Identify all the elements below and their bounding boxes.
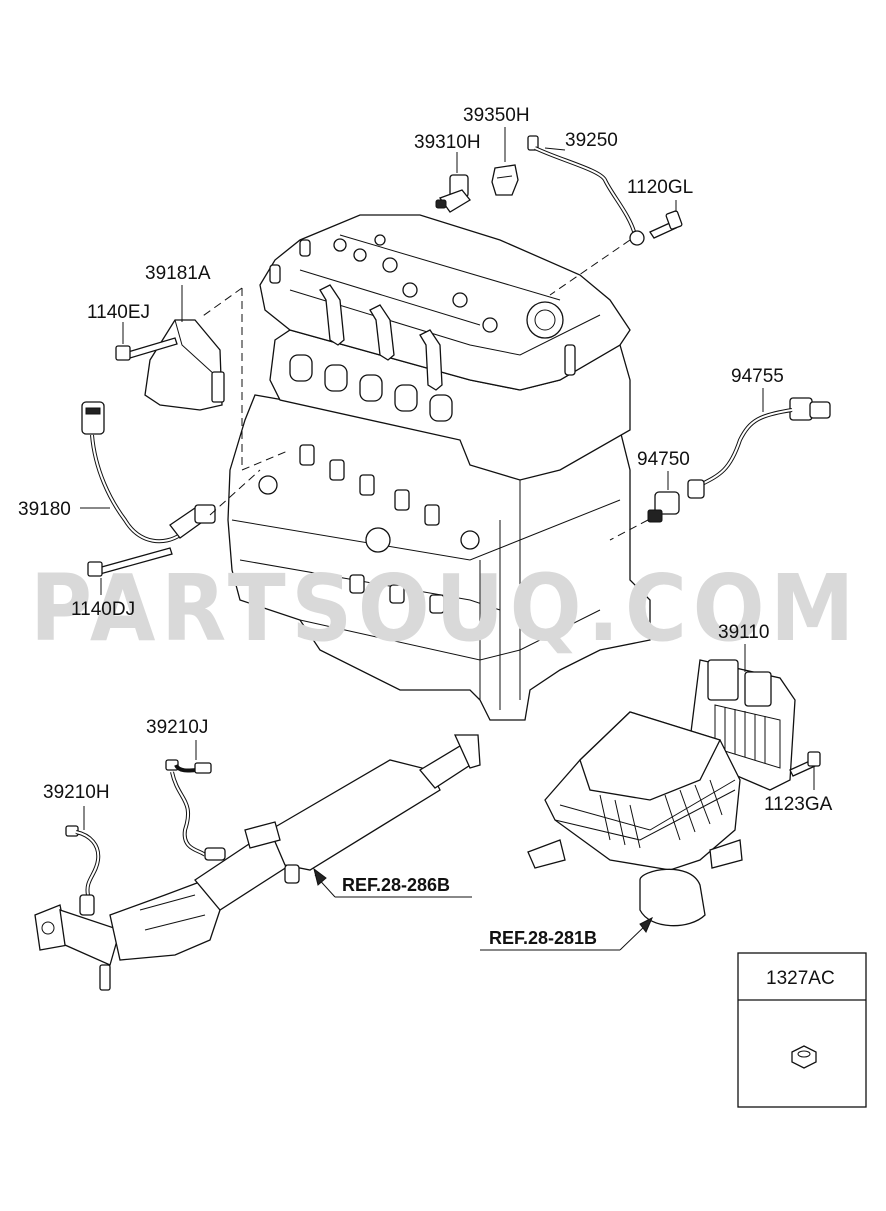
label-94750: 94750: [637, 449, 690, 470]
inset-part-number: 1327AC: [766, 968, 835, 989]
exhaust-ports: [289, 354, 453, 422]
ref-label-28-281B[interactable]: REF.28-281B: [489, 928, 597, 948]
label-1120GL: 1120GL: [627, 177, 693, 198]
label-39310H: 39310H: [414, 132, 481, 153]
bolt-1120GL: [649, 200, 683, 239]
cam-caps: [333, 234, 498, 333]
air-cleaner-ribs: [599, 779, 723, 849]
oxygen-sensor-39210H: [65, 806, 101, 916]
engine-assembly: [227, 214, 651, 721]
label-94755: 94755: [731, 366, 784, 387]
label-39350H: 39350H: [463, 105, 530, 126]
ref-label-28-286B[interactable]: REF.28-286B: [342, 875, 450, 895]
bolt-1140DJ: [87, 547, 173, 595]
label-39210J: 39210J: [146, 717, 208, 738]
crank-position-sensor-39180: [80, 401, 261, 544]
label-1123GA: 1123GA: [764, 794, 833, 815]
inset-box-1327AC: [737, 952, 867, 1108]
label-1140DJ: 1140DJ: [71, 599, 135, 620]
bracket-39350H: [491, 127, 519, 196]
cam-position-sensor-39310H: [435, 152, 471, 213]
exhaust-system: [34, 734, 481, 991]
oxygen-sensor-39210J: [165, 740, 226, 861]
nut-icon: [791, 1045, 817, 1069]
label-39180: 39180: [18, 499, 71, 520]
watermark: PARTSOUQ.COM: [30, 555, 860, 662]
label-1140EJ: 1140EJ: [87, 302, 150, 323]
coil-towers: [319, 284, 443, 391]
bolt-1140EJ: [115, 322, 178, 361]
air-cleaner-assembly: [527, 711, 743, 927]
pressure-switch-harness-94755: [687, 388, 831, 499]
ecu-fins: [724, 707, 766, 763]
label-39210H: 39210H: [43, 782, 110, 803]
label-39181A: 39181A: [145, 263, 211, 284]
knock-sensor-39250: [527, 135, 645, 296]
bolt-1123GA: [789, 751, 821, 790]
ref-leader-muffler: [313, 867, 472, 898]
label-39110: 39110: [718, 622, 769, 643]
oil-pressure-switch-94750: [609, 471, 680, 541]
ref-leader-aircleaner: [480, 916, 653, 951]
label-39250: 39250: [565, 130, 618, 151]
